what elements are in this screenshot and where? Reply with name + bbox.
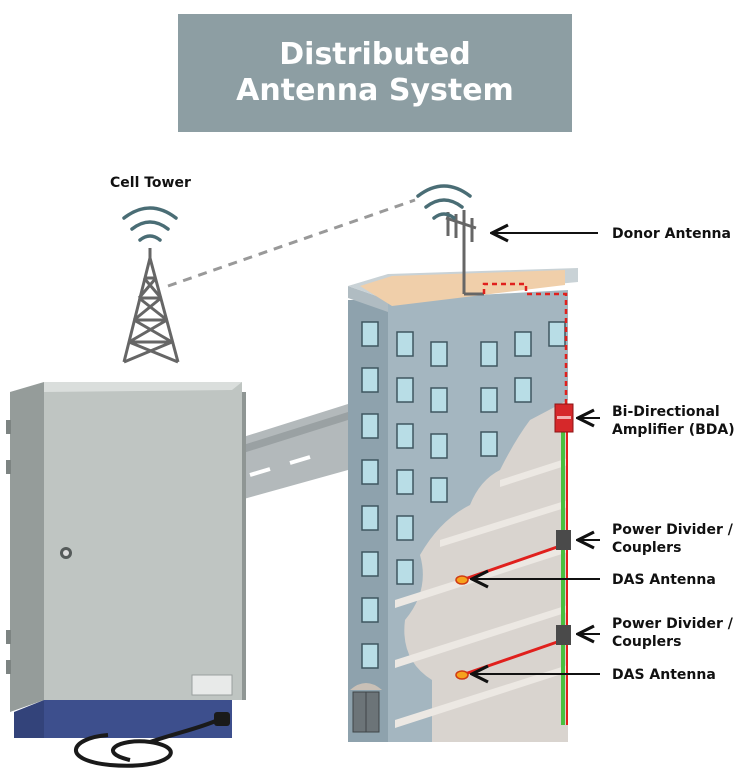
callout-arrows xyxy=(472,233,600,674)
das-antenna-icon-1 xyxy=(455,575,469,585)
das-antenna-icon-2 xyxy=(455,670,469,680)
power-cable xyxy=(74,718,219,768)
wireless-link-line xyxy=(167,198,416,288)
das-antenna-label-2: DAS Antenna xyxy=(612,667,716,683)
power-divider-label-1-line-1: Power Divider / xyxy=(612,522,733,538)
donor-antenna-label: Donor Antenna xyxy=(612,226,731,242)
power-divider-label-1-line-2: Couplers xyxy=(612,540,682,556)
title-banner: Distributed Antenna System xyxy=(178,14,572,132)
coupler-icon-2 xyxy=(556,625,571,645)
roof-cable-red xyxy=(482,282,568,410)
cell-tower-icon xyxy=(122,248,180,364)
road-strip xyxy=(240,404,348,500)
bda-label-line-1: Bi-Directional xyxy=(612,404,720,420)
bda-device-icon xyxy=(554,403,574,433)
title-line-1: Distributed xyxy=(279,37,471,72)
power-divider-label-2-line-2: Couplers xyxy=(612,634,682,650)
das-antenna-label-1: DAS Antenna xyxy=(612,572,716,588)
equipment-cabinet xyxy=(6,382,246,738)
bda-label-line-2: Amplifier (BDA) xyxy=(612,422,735,438)
donor-signal-waves-icon xyxy=(416,184,472,220)
cell-tower-label: Cell Tower xyxy=(110,175,191,191)
power-divider-label-2-line-1: Power Divider / xyxy=(612,616,733,632)
coupler-icon-1 xyxy=(556,530,571,550)
title-line-2: Antenna System xyxy=(236,73,514,108)
power-plug-icon xyxy=(214,712,230,726)
tower-signal-waves-icon xyxy=(122,206,178,242)
building-windows xyxy=(361,321,566,669)
building-door xyxy=(350,683,382,733)
